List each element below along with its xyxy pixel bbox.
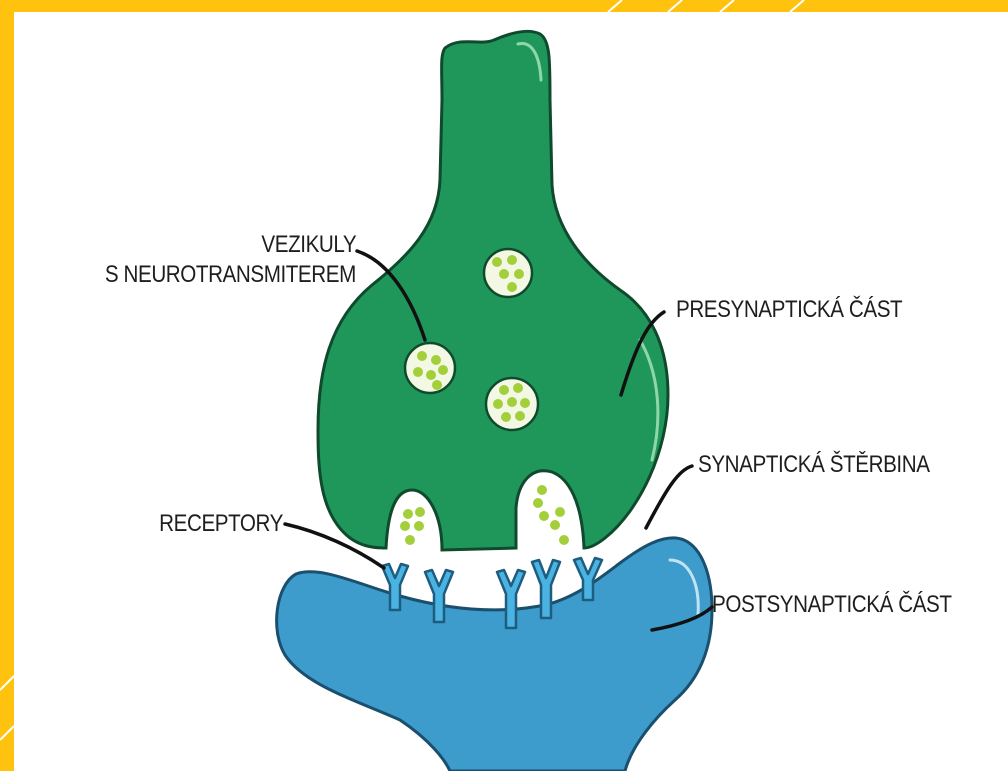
leader-line-cleft [646,466,692,528]
label-vesicles-line1: VEZIKULY [261,231,356,259]
neurotransmitter [559,535,569,545]
neurotransmitter [507,397,517,407]
neurotransmitter [515,411,525,421]
neurotransmitter [493,399,503,409]
neurotransmitter [417,351,427,361]
neurotransmitter [507,282,517,292]
postsynaptic-part [277,538,712,771]
label-receptors: RECEPTORY [159,510,283,538]
neurotransmitter [539,511,549,521]
label-vesicles-line2: S NEUROTRANSMITEREM [105,261,356,289]
label-synaptic-cleft: SYNAPTICKÁ ŠTĚRBINA [698,451,930,479]
neurotransmitter [537,485,547,495]
neurotransmitter [514,269,524,279]
neurotransmitter [555,507,565,517]
neurotransmitter [414,521,424,531]
neurotransmitter [501,412,511,422]
neurotransmitter [499,269,509,279]
neurotransmitter [405,535,415,545]
neurotransmitter [507,255,517,265]
neurotransmitter [550,520,560,530]
neurotransmitter [431,355,441,365]
neurotransmitter [426,370,436,380]
postsynaptic-body [277,538,712,771]
frame-top [0,0,1008,12]
label-presynaptic-part: PRESYNAPTICKÁ ČÁST [676,296,902,324]
neurotransmitter [403,509,413,519]
neurotransmitter [400,521,410,531]
vesicle [405,343,455,393]
label-postsynaptic-part: POSTSYNAPTICKÁ ČÁST [712,591,952,619]
frame-left [0,0,14,771]
neurotransmitter [438,365,448,375]
neurotransmitter [520,398,530,408]
neurotransmitter [533,498,543,508]
fusing-vesicle [392,496,436,548]
neurotransmitter [413,367,423,377]
vesicle [484,249,532,297]
neurotransmitter [513,383,523,393]
neurotransmitter [432,380,442,390]
neurotransmitter [415,507,425,517]
neurotransmitter [499,385,509,395]
neurotransmitter [492,257,502,267]
vesicle [486,378,538,430]
